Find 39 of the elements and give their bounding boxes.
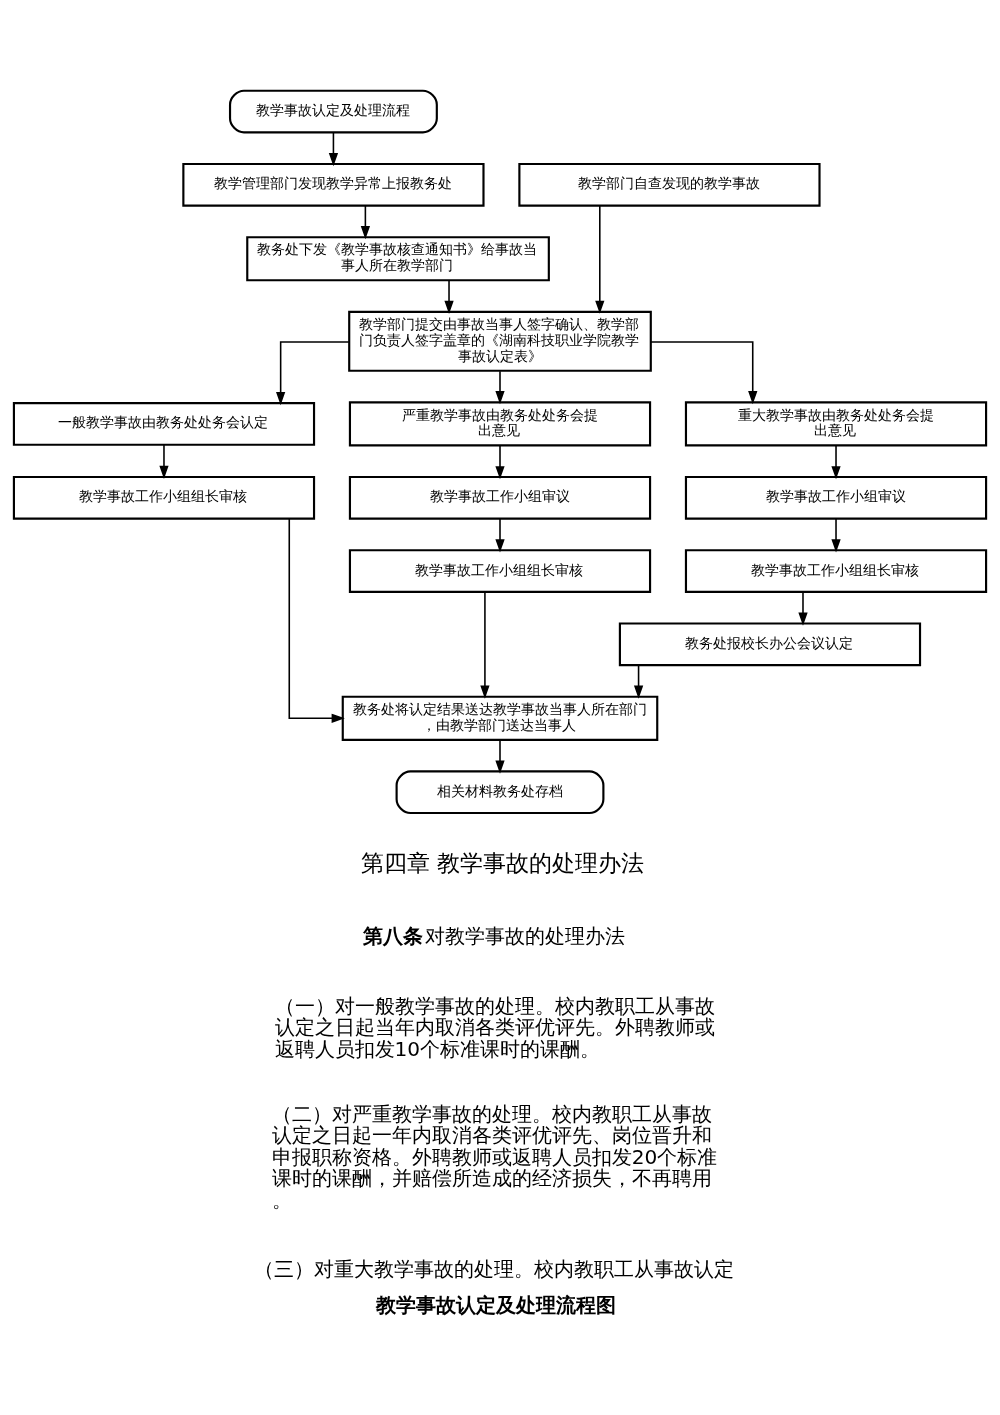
arrow: [650, 341, 758, 405]
arrow: [288, 518, 345, 723]
node-box: 教学事故工作小组审议: [684, 475, 988, 520]
arrow: [798, 591, 808, 626]
arrow: [495, 370, 505, 405]
arrow: [276, 341, 350, 406]
arrow: [360, 205, 370, 240]
arrow: [495, 739, 505, 774]
node-box: 教学事故工作小组组长审核: [12, 475, 316, 520]
node-box: 严重教学事故由教务处处务会提出意见: [348, 401, 652, 447]
arrow: [495, 444, 505, 480]
node-box: 教学事故工作小组审议: [348, 475, 652, 520]
node-box: 教学部门自查发现的教学事故: [518, 162, 821, 207]
label: （三）对重大教学事故的处理。校内教职工从事故认定: [253, 1256, 734, 1281]
label: （一）对一般教学事故的处理。校内教职工从事故认定之日起当年内取消各类评优评先。外聘教师或返聘人员扣发10个标准课时的课酬。: [274, 993, 715, 1062]
node-box: 相关材料教务处存档: [395, 770, 605, 815]
node-box: 重大教学事故由教务处处务会提出意见: [684, 401, 988, 447]
node-box: 教学事故认定及处理流程: [228, 89, 438, 134]
arrow: [595, 205, 605, 314]
arrow: [831, 518, 841, 553]
arrow: [633, 664, 644, 699]
arrow: [480, 591, 490, 699]
node-box: 教学部门提交由事故当事人签字确认、教学部门负责人签字盖章的《湖南科技职业学院教学事故认定表》: [348, 310, 652, 372]
arrow: [159, 444, 169, 479]
arrow: [444, 279, 454, 315]
node-box: 教学管理部门发现教学异常上报教务处: [182, 162, 485, 207]
label: 第四章 教学事故的处理办法: [360, 849, 645, 876]
caption: 教学事故认定及处理流程图: [376, 1292, 617, 1317]
arrow: [831, 444, 841, 480]
arrow: [328, 131, 339, 167]
node-box: 一般教学事故由教务处处务会认定: [12, 402, 316, 446]
node-box: 教务处下发《教学事故核查通知书》给事故当事人所在教学部门: [246, 236, 550, 282]
arrow: [495, 518, 505, 553]
node-box: 教学事故工作小组组长审核: [348, 549, 652, 593]
node-box: 教务处报校长办公会议认定: [618, 622, 922, 667]
node-box: 教务处将认定结果送达教学事故当事人所在部门，由教学部门送达当事人: [341, 695, 659, 741]
label: （二）对严重教学事故的处理。校内教职工从事故认定之日起一年内取消各类评优评先、岗位晋升和申报职称资格。外聘教师或返聘人员扣发20个标准课时的课酬，并赔偿所造成的经济损失，不再聘用。: [271, 1101, 718, 1212]
label: 第八条对教学事故的处理办法: [362, 923, 625, 948]
node-box: 教学事故工作小组组长审核: [684, 549, 988, 593]
